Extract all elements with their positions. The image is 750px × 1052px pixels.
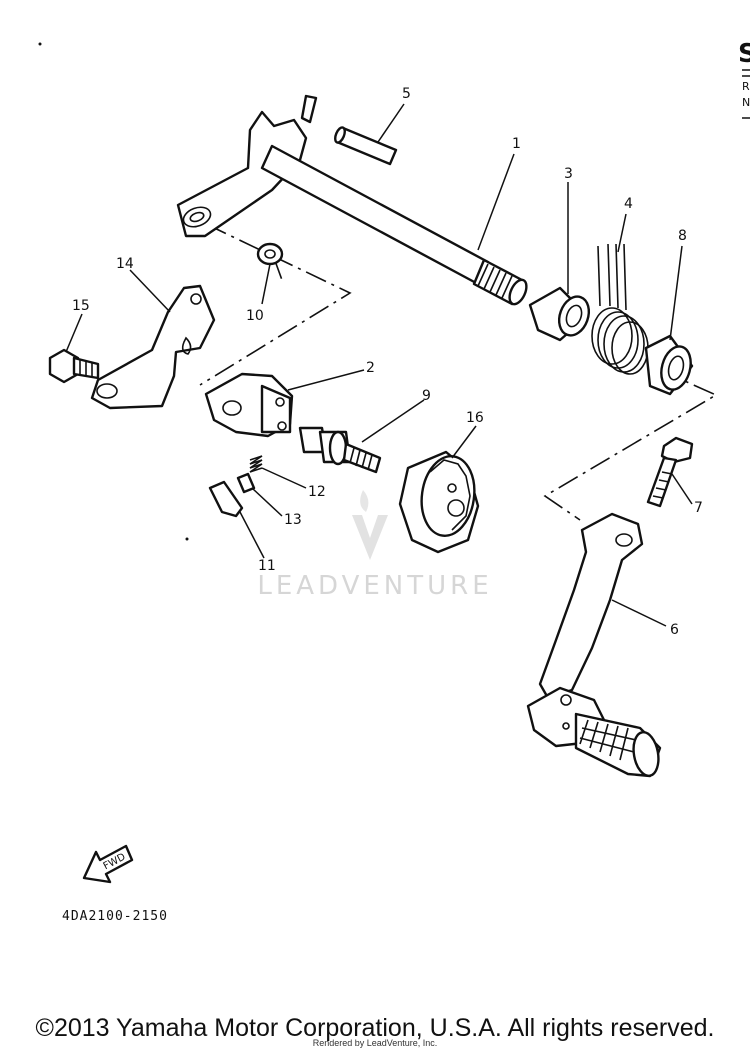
part-4-torsion-spring [591, 243, 649, 375]
callout-2: 2 [366, 360, 375, 376]
watermark-text: LEADVENTURE [257, 571, 492, 601]
callout-15: 15 [72, 298, 90, 314]
part-8-collar [644, 334, 694, 396]
callout-5: 5 [402, 86, 411, 102]
part-5-pin [334, 126, 398, 166]
part-15-bolt [48, 348, 100, 384]
callout-9: 9 [422, 388, 431, 404]
callout-14: 14 [116, 256, 134, 272]
page-header-fragment: S R N [738, 39, 750, 119]
callout-11: 11 [258, 558, 276, 574]
rendered-by-credit: Rendered by LeadVenture, Inc. [312, 1038, 438, 1048]
watermark-logo-icon [352, 515, 388, 560]
part-14-stopper-plate [90, 284, 216, 410]
callout-16: 16 [466, 410, 484, 426]
part-6-shift-pedal [526, 512, 662, 778]
callout-3: 3 [564, 166, 573, 182]
part-13-pin [236, 472, 256, 494]
callout-7: 7 [694, 500, 703, 516]
part-16-segment [398, 450, 480, 554]
part-1-shift-shaft [176, 94, 528, 306]
part-10-washer [256, 242, 284, 266]
drawing-code: 4DA2100-2150 [62, 909, 168, 924]
callout-numbers: 5 1 3 4 8 14 15 10 2 9 16 12 13 11 7 6 [72, 86, 703, 638]
leadventure-watermark: LEADVENTURE [257, 490, 492, 601]
part-3-collar [528, 286, 591, 342]
callout-8: 8 [678, 228, 687, 244]
part-12-spring [249, 455, 263, 473]
part-2-shift-arm [204, 372, 294, 438]
part-9-bolt [298, 426, 382, 474]
callout-12: 12 [308, 484, 326, 500]
header-fragment-r: R [742, 80, 750, 93]
callout-6: 6 [670, 622, 679, 638]
part-7-bolt [646, 436, 694, 508]
callout-leaders [65, 103, 693, 627]
callout-13: 13 [284, 512, 302, 528]
header-fragment-s: S [738, 39, 750, 69]
callout-1: 1 [512, 136, 521, 152]
part-11-pawl [208, 480, 244, 518]
callout-10: 10 [246, 308, 264, 324]
fwd-arrow-icon: FWD [82, 844, 134, 884]
callout-4: 4 [624, 196, 633, 212]
header-fragment-n: N [742, 96, 750, 109]
copyright-notice: ©2013 Yamaha Motor Corporation, U.S.A. A… [35, 1014, 715, 1042]
